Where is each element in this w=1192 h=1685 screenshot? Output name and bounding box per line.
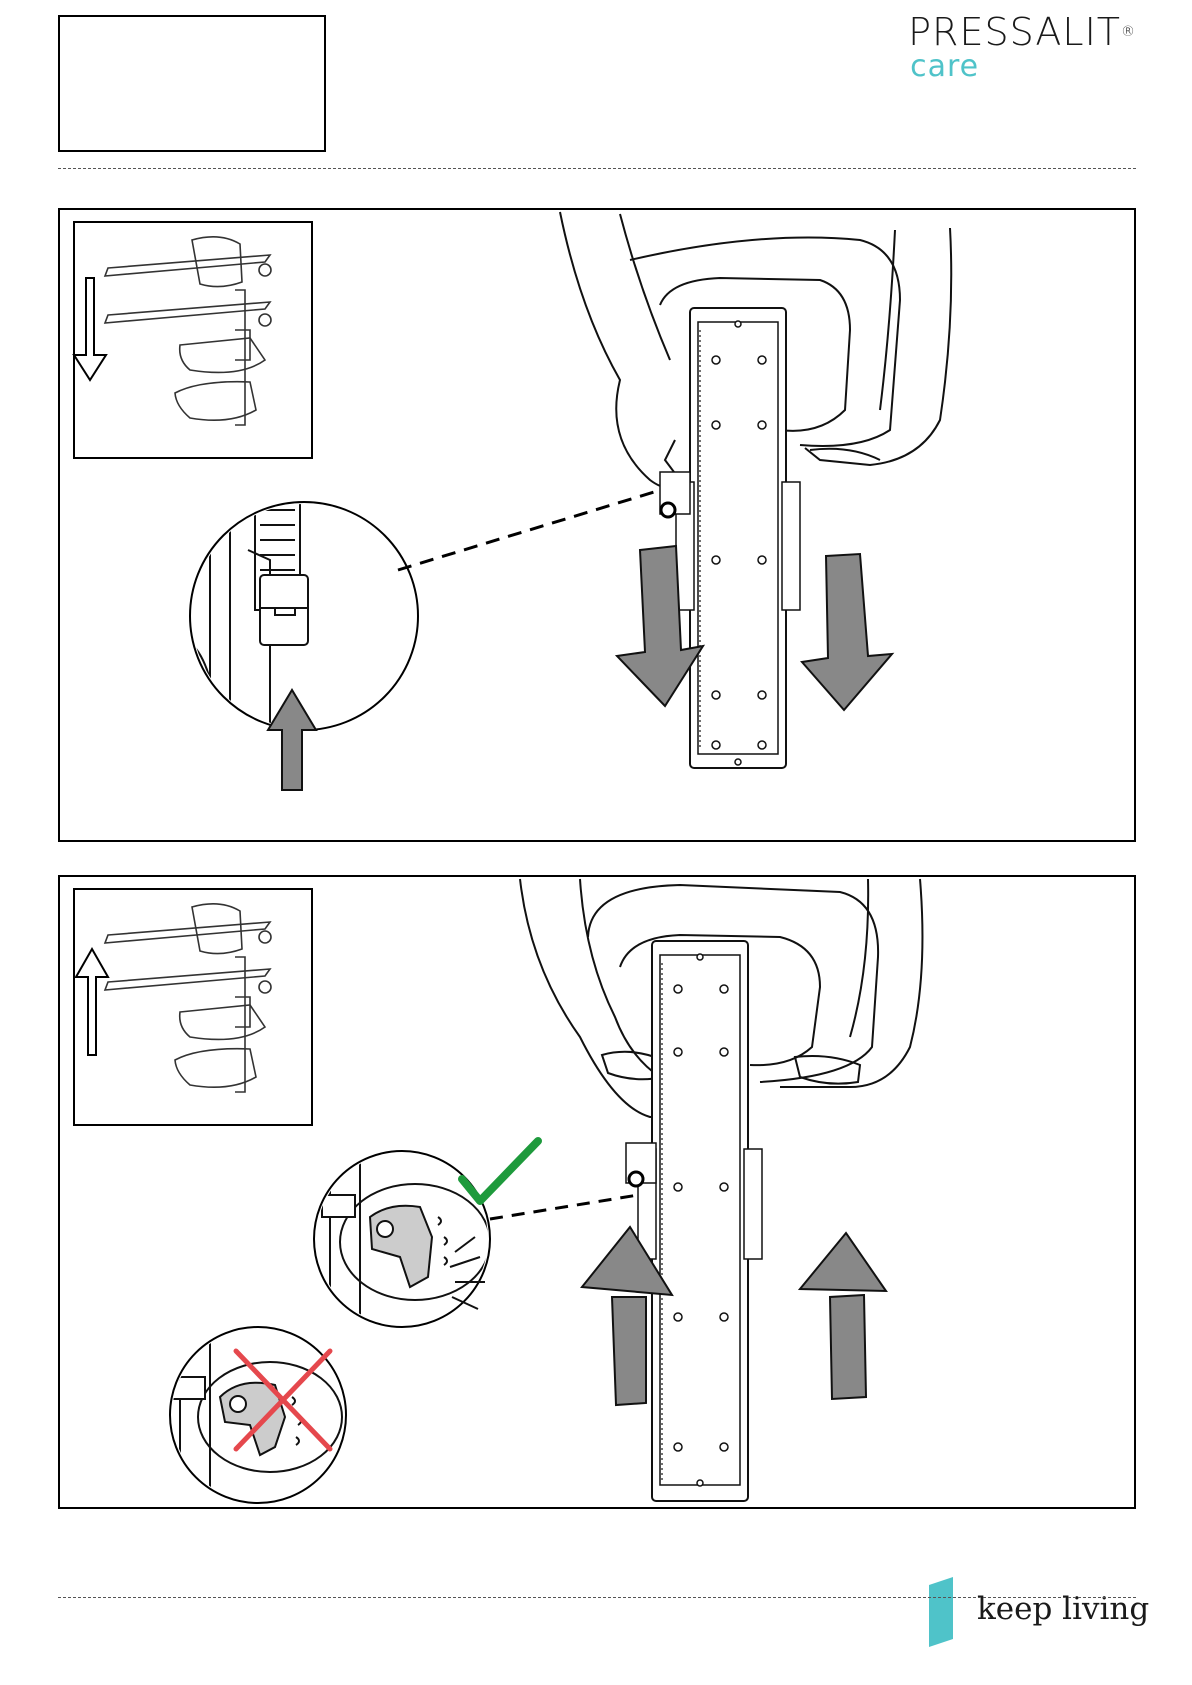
bottom-divider [58, 1597, 1136, 1598]
arrow-up-right-icon [800, 1233, 886, 1399]
brand-registered-mark: ® [1121, 24, 1136, 40]
detail-wrong-magnifier [170, 1327, 346, 1511]
keep-living-mark-icon [925, 1577, 965, 1647]
detail-magnifier [170, 500, 418, 790]
label-box [58, 15, 326, 152]
seat-column [660, 308, 800, 768]
detail-correct-magnifier [314, 1141, 538, 1337]
top-divider [58, 168, 1136, 169]
step-illustration-lower [60, 210, 1138, 844]
step-panel-raise-seat [58, 875, 1136, 1509]
arrow-down-right-icon [802, 554, 892, 710]
checkmark-icon [462, 1141, 538, 1201]
step-illustration-raise [60, 877, 1138, 1511]
brand-name: PRESSALIT [908, 10, 1121, 54]
step-panel-lower-seat [58, 208, 1136, 842]
inset-overview-frame [74, 222, 312, 458]
keep-living-logo: keep living [925, 1577, 1137, 1647]
brand-sub: care [910, 52, 1136, 82]
pressalit-care-logo: PRESSALIT® care [908, 12, 1136, 82]
seat-column-2 [626, 941, 762, 1501]
inset-overview-frame-2 [74, 889, 312, 1125]
